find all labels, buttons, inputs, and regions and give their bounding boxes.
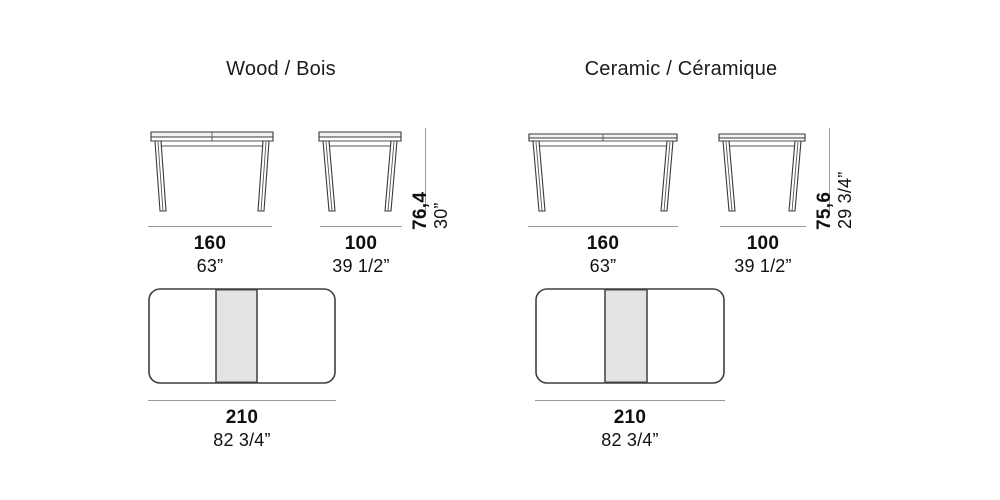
wood-front-dimension-label: 160 63” bbox=[194, 232, 227, 278]
ceramic-front-elevation-drawing bbox=[528, 128, 678, 213]
ceramic-plan-dimension-label: 210 82 3/4” bbox=[601, 406, 658, 452]
ceramic-plan-dimension-metric: 210 bbox=[613, 407, 647, 428]
group-title-wood: Wood / Bois bbox=[226, 58, 336, 80]
ceramic-front-dimension-rule bbox=[528, 226, 678, 227]
ceramic-side-dimension-label: 100 39 1/2” bbox=[734, 232, 791, 278]
wood-plan-dimension-label: 210 82 3/4” bbox=[213, 406, 270, 452]
wood-plan-dimension-metric: 210 bbox=[225, 407, 259, 428]
wood-height-metric-label: 76,4 bbox=[410, 192, 432, 230]
wood-side-elevation-drawing bbox=[318, 128, 402, 213]
wood-front-dimension-rule bbox=[148, 226, 272, 227]
wood-side-dimension-label: 100 39 1/2” bbox=[332, 232, 389, 278]
ceramic-height-imperial: 29 3/4” bbox=[835, 171, 855, 229]
ceramic-side-dimension-rule bbox=[720, 226, 806, 227]
ceramic-front-dimension-imperial: 63” bbox=[589, 256, 617, 276]
ceramic-plan-dimension-rule bbox=[535, 400, 725, 401]
ceramic-height-dimension-rule bbox=[829, 128, 830, 212]
wood-height-imperial: 30” bbox=[431, 202, 451, 229]
wood-plan-dimension-rule bbox=[148, 400, 336, 401]
wood-height-dimension-rule bbox=[425, 128, 426, 212]
wood-front-dimension-imperial: 63” bbox=[196, 256, 224, 276]
ceramic-plan-view-drawing bbox=[535, 288, 725, 384]
ceramic-height-metric: 75,6 bbox=[814, 191, 835, 230]
group-title-ceramic: Ceramic / Céramique bbox=[584, 58, 778, 80]
wood-side-dimension-metric: 100 bbox=[344, 233, 378, 254]
ceramic-front-dimension-metric: 160 bbox=[586, 233, 620, 254]
ceramic-side-dimension-metric: 100 bbox=[746, 233, 780, 254]
wood-height-imperial-label: 30” bbox=[431, 202, 452, 229]
wood-height-metric: 76,4 bbox=[410, 191, 431, 230]
ceramic-plan-dimension-imperial: 82 3/4” bbox=[601, 430, 659, 450]
wood-side-dimension-imperial: 39 1/2” bbox=[332, 256, 390, 276]
wood-side-dimension-rule bbox=[320, 226, 402, 227]
ceramic-side-dimension-imperial: 39 1/2” bbox=[734, 256, 792, 276]
ceramic-height-metric-label: 75,6 bbox=[814, 192, 836, 230]
wood-front-dimension-metric: 160 bbox=[193, 233, 227, 254]
ceramic-front-dimension-label: 160 63” bbox=[587, 232, 620, 278]
ceramic-height-imperial-label: 29 3/4” bbox=[835, 172, 856, 229]
wood-front-elevation-drawing bbox=[150, 128, 274, 213]
ceramic-side-elevation-drawing bbox=[718, 128, 806, 213]
wood-plan-view-drawing bbox=[148, 288, 336, 384]
wood-plan-dimension-imperial: 82 3/4” bbox=[213, 430, 271, 450]
